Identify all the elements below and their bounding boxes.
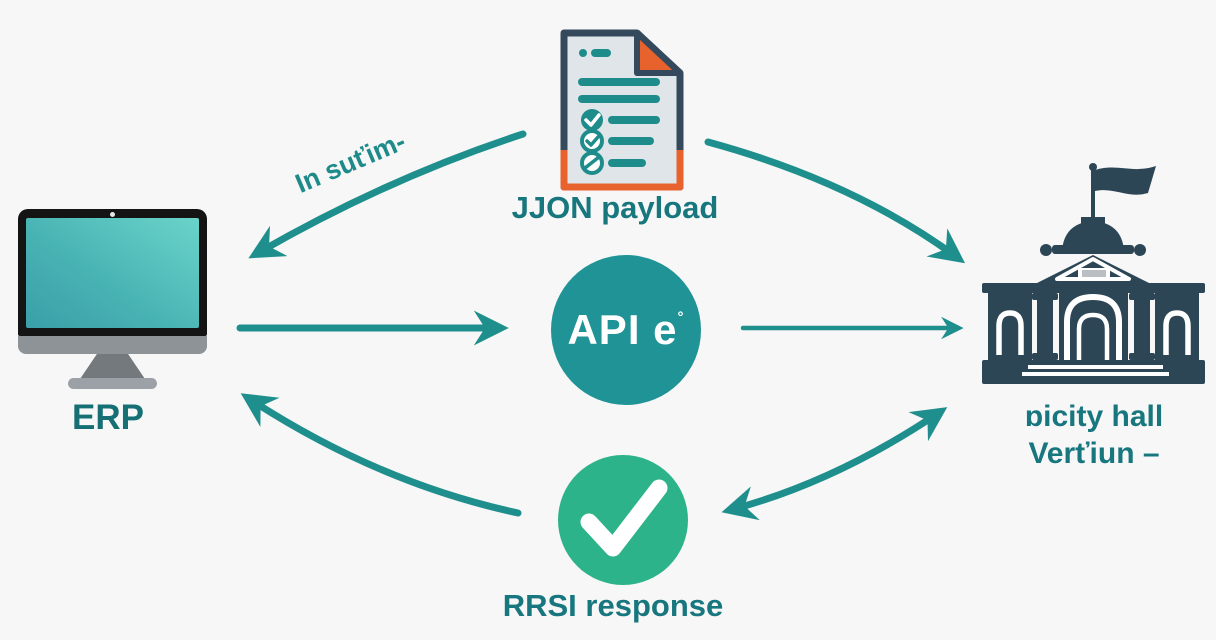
webcam-dot-icon	[110, 212, 115, 217]
arrow-document-to-erp	[248, 130, 527, 259]
document-icon	[560, 29, 684, 191]
monitor-icon	[18, 209, 207, 336]
api-node: API e°	[551, 255, 701, 405]
column-icon	[1129, 293, 1155, 360]
monitor-chin	[18, 336, 207, 354]
city-hall-icon	[982, 163, 1205, 384]
monitor-screen	[26, 218, 199, 328]
arrow-check-to-erp	[240, 393, 522, 517]
api-label: API e	[567, 306, 678, 353]
flag-icon	[1089, 163, 1156, 219]
arched-door-icon	[1064, 293, 1122, 360]
checklist-row-icon	[580, 151, 646, 175]
folded-corner-icon	[634, 30, 683, 76]
check-circle	[558, 455, 688, 585]
erp-label: ERP	[72, 398, 144, 437]
checkmark-icon	[580, 479, 668, 557]
dome-icon	[1062, 221, 1124, 251]
city-hall-label: ɒicity hall Verťiun –	[972, 398, 1216, 472]
arrow-cityhall-check-bidirectional	[721, 407, 948, 521]
city-hall-label-line1: ɒicity hall	[1024, 400, 1164, 433]
monitor-base	[68, 378, 157, 389]
api-superscript: °	[677, 309, 685, 326]
json-payload-label: JJON payload	[511, 190, 719, 225]
arched-window-icon	[1163, 310, 1191, 355]
column-icon	[1032, 293, 1058, 360]
checklist-row-icon	[581, 109, 660, 131]
response-label: RRSI response	[502, 588, 724, 623]
arrow-document-to-cityhall	[704, 138, 966, 264]
arched-window-icon	[996, 310, 1024, 355]
city-hall-label-line2: Verťiun –	[1028, 437, 1160, 470]
